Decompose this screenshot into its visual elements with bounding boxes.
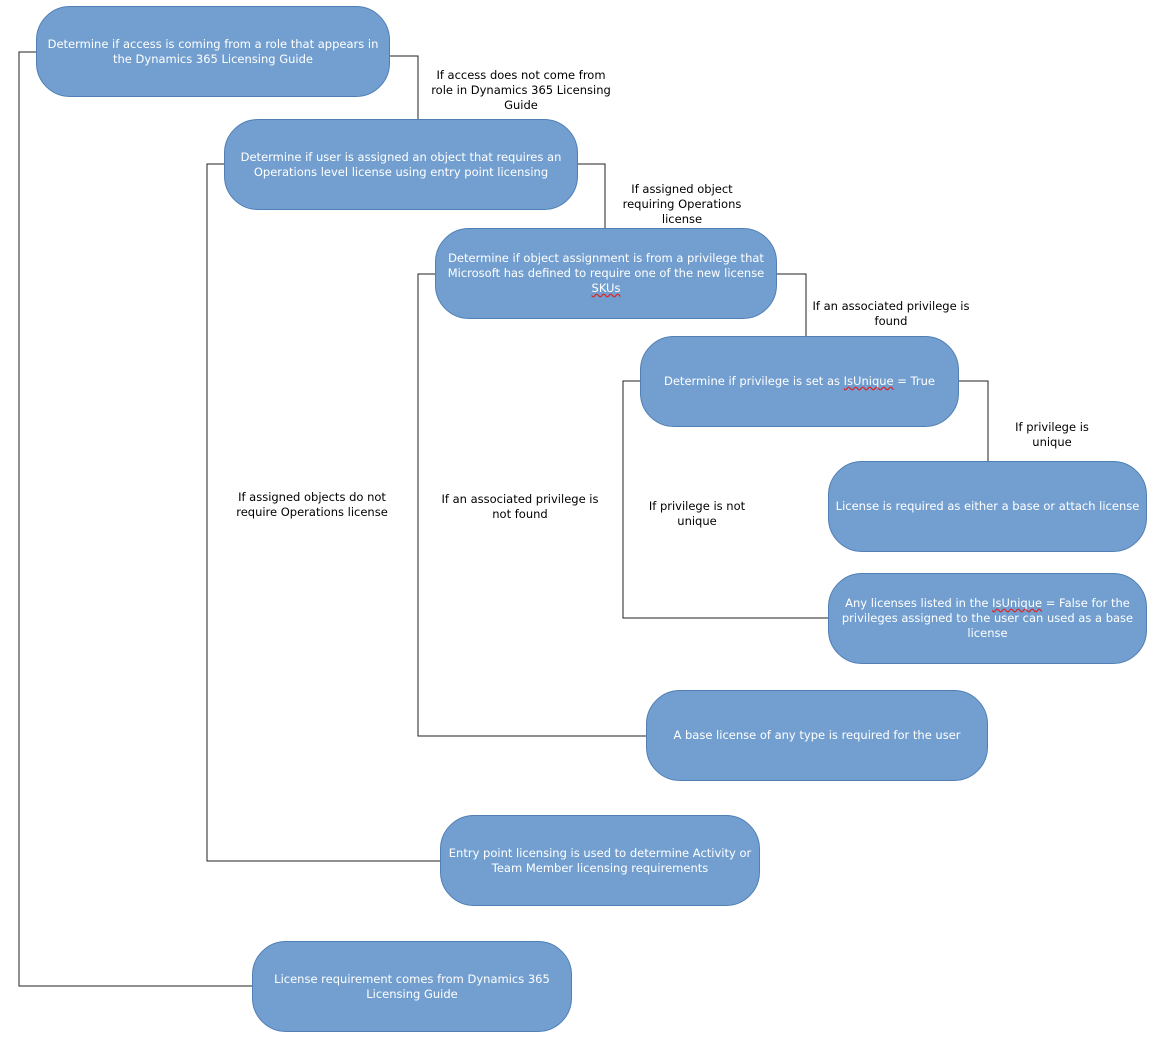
node-licensing-guide-text: License requirement comes from Dynamics … [274,971,550,1001]
connector-not-found-to-any-base [417,273,646,737]
misspell-isunique: IsUnique [843,374,894,388]
label-privilege-unique: If privilege is unique [1015,420,1089,449]
connector-object-to-privilege [578,163,606,228]
node-entry-point-licensing: Entry point licensing is used to determi… [440,815,760,906]
label-not-from-role: If access does not come from role in Dyn… [431,68,611,112]
node-any-listed-licenses: Any licenses listed in the IsUnique = Fa… [828,573,1147,664]
node-determine-operations-object: Determine if user is assigned an object … [224,119,578,210]
node-determine-role-access-text: Determine if access is coming from a rol… [47,36,379,66]
node-entry-point-licensing-text: Entry point licensing is used to determi… [448,845,752,875]
node-license-required: License is required as either a base or … [828,461,1147,552]
connector-privilege-to-unique-check [777,273,807,336]
connector-role-found-to-guide [18,51,252,987]
node-base-license-any-type-text: A base license of any type is required f… [673,728,961,742]
connector-unique-to-required [959,380,989,461]
connector-not-unique-to-base [622,380,828,619]
node-determine-privilege-sku: Determine if object assignment is from a… [435,228,777,319]
node-license-required-text: License is required as either a base or … [835,499,1140,513]
label-assigned-object-operations: If assigned object requiring Operations … [622,182,742,226]
node-determine-privilege-sku-text: Determine if object assignment is from a… [447,251,765,295]
node-determine-isunique-text: Determine if privilege is set as IsUniqu… [664,374,935,388]
node-determine-role-access: Determine if access is coming from a rol… [36,6,390,97]
label-privilege-not-unique: If privilege is not unique [648,499,746,528]
label-privilege-found: If an associated privilege is found [812,299,970,328]
label-objects-not-required: If assigned objects do not require Opera… [236,490,388,519]
node-base-license-any-type: A base license of any type is required f… [646,690,988,781]
misspell-isunique-2: IsUnique [992,596,1043,610]
node-determine-isunique: Determine if privilege is set as IsUniqu… [640,336,959,427]
node-licensing-guide: License requirement comes from Dynamics … [252,941,572,1032]
node-any-listed-licenses-text: Any licenses listed in the IsUnique = Fa… [841,596,1134,640]
connector-not-required-to-entry-point [206,163,440,862]
misspell-skus: SKUs [591,281,621,295]
label-privilege-not-found: If an associated privilege is not found [441,492,599,521]
connector-role-to-object [390,55,419,119]
node-determine-operations-object-text: Determine if user is assigned an object … [240,149,562,179]
